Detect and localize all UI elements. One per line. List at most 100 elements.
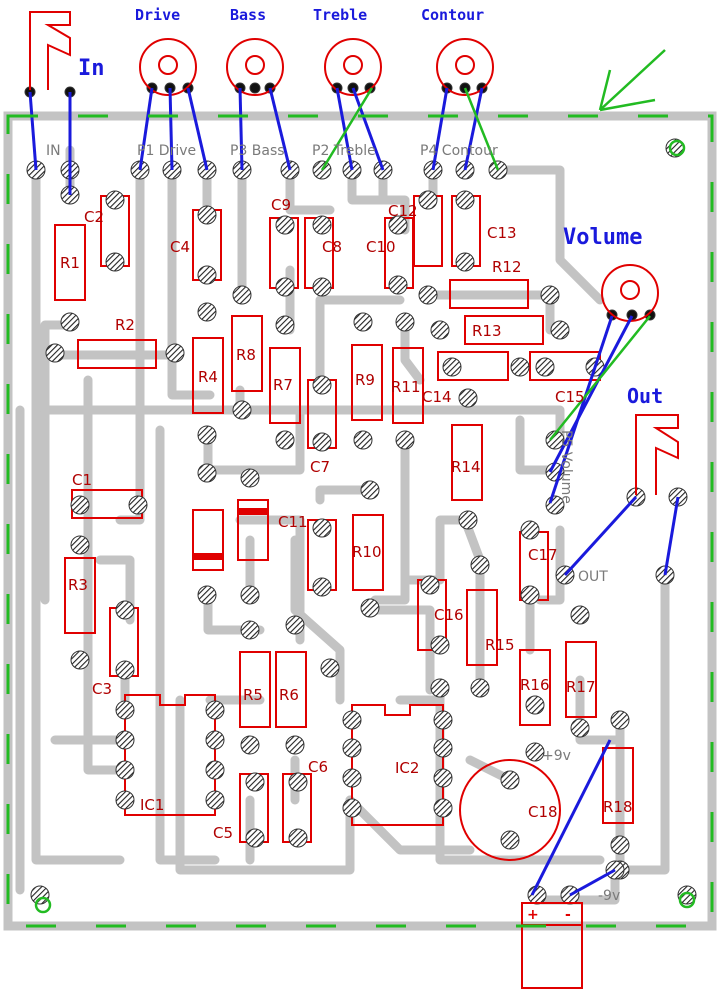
label-c16: C16 — [434, 606, 464, 624]
pad-93 — [360, 598, 380, 618]
pad-106 — [525, 742, 545, 762]
pad-67 — [70, 495, 90, 515]
pad-108 — [570, 718, 590, 738]
pad-57 — [470, 678, 490, 698]
label-ic1: IC1 — [140, 796, 164, 814]
pad-86 — [245, 828, 265, 848]
label-r3: R3 — [68, 576, 88, 594]
pad-94 — [420, 575, 440, 595]
pad-41 — [395, 312, 415, 332]
knob-label-drive: Drive — [135, 6, 180, 24]
label-c12: C12 — [388, 202, 418, 220]
pad-107 — [570, 605, 590, 625]
pad-92 — [360, 480, 380, 500]
label-r1: R1 — [60, 254, 80, 272]
pad-58 — [545, 430, 565, 450]
pad-49 — [550, 320, 570, 340]
pad-68 — [128, 495, 148, 515]
label-r2: R2 — [115, 316, 135, 334]
pad-113 — [500, 830, 520, 850]
plus-supply-label: +9v — [542, 748, 571, 764]
pad-72 — [115, 660, 135, 680]
battery-plus: + — [527, 907, 539, 923]
label-c10: C10 — [366, 238, 396, 256]
label-r11: R11 — [391, 378, 421, 396]
component-designators: R1 R2 R3 R4 R5 R6 R7 R8 R9 R10 R11 R12 R… — [60, 196, 633, 842]
header-labels: Drive Bass Treble Contour In Volume Out — [78, 6, 663, 408]
pad-105 — [525, 695, 545, 715]
pad-35 — [312, 375, 332, 395]
label-c15: C15 — [555, 388, 585, 406]
pad-52 — [535, 357, 555, 377]
pad-31 — [312, 215, 332, 235]
pad-18 — [105, 252, 125, 272]
pad-77 — [205, 700, 225, 720]
pad-87 — [288, 772, 308, 792]
label-c14: C14 — [422, 388, 452, 406]
label-c11: C11 — [278, 513, 308, 531]
label-r7: R7 — [273, 376, 293, 394]
pad-117 — [30, 885, 50, 905]
pad-69 — [70, 535, 90, 555]
pad-96 — [430, 678, 450, 698]
pad-47 — [430, 320, 450, 340]
label-c2: C2 — [84, 208, 104, 226]
pad-20 — [197, 265, 217, 285]
pad-19 — [197, 205, 217, 225]
pad-55 — [458, 510, 478, 530]
pad-37 — [388, 215, 408, 235]
pad-126 — [249, 82, 261, 94]
pad-44 — [418, 285, 438, 305]
pad-118 — [677, 885, 697, 905]
label-r13: R13 — [472, 322, 502, 340]
pad-75 — [115, 760, 135, 780]
pad-95 — [430, 635, 450, 655]
label-c7: C7 — [310, 458, 330, 476]
label-c9: C9 — [271, 196, 291, 214]
pad-48 — [540, 285, 560, 305]
pad-45 — [455, 190, 475, 210]
pad-56 — [470, 555, 490, 575]
green-markers — [6, 49, 714, 928]
pad-38 — [388, 275, 408, 295]
pad-23 — [197, 463, 217, 483]
pad-89 — [320, 658, 340, 678]
component-outlines — [54, 195, 634, 861]
pot-label-p2: P2 Treble — [312, 143, 376, 159]
pad-40 — [353, 430, 373, 450]
pad-100 — [342, 798, 362, 818]
label-r12: R12 — [492, 258, 522, 276]
p5-label: P5 Volume — [558, 430, 574, 504]
out-label: Out — [627, 384, 663, 408]
pad-104 — [433, 798, 453, 818]
label-c3: C3 — [92, 680, 112, 698]
label-r14: R14 — [451, 458, 481, 476]
pad-83 — [240, 735, 260, 755]
pad-90 — [312, 518, 332, 538]
pad-46 — [455, 252, 475, 272]
label-r6: R6 — [279, 686, 299, 704]
pad-3 — [60, 312, 80, 332]
knob-label-bass: Bass — [230, 6, 266, 24]
pad-110 — [610, 835, 630, 855]
pad-81 — [240, 620, 260, 640]
pad-99 — [342, 768, 362, 788]
volume-label: Volume — [563, 225, 642, 250]
pad-73 — [115, 700, 135, 720]
label-r18: R18 — [603, 798, 633, 816]
pad-29 — [275, 215, 295, 235]
label-r15: R15 — [485, 636, 515, 654]
pad-26 — [240, 585, 260, 605]
pad-50 — [442, 357, 462, 377]
pad-84 — [285, 735, 305, 755]
pad-43 — [418, 190, 438, 210]
label-c6: C6 — [308, 758, 328, 776]
pad-24 — [197, 585, 217, 605]
label-c1: C1 — [72, 471, 92, 489]
pad-51 — [510, 357, 530, 377]
pot-label-p3: P3 Bass — [230, 143, 285, 159]
pad-21 — [197, 302, 217, 322]
pad-32 — [312, 277, 332, 297]
pad-79 — [205, 760, 225, 780]
pad-71 — [115, 600, 135, 620]
